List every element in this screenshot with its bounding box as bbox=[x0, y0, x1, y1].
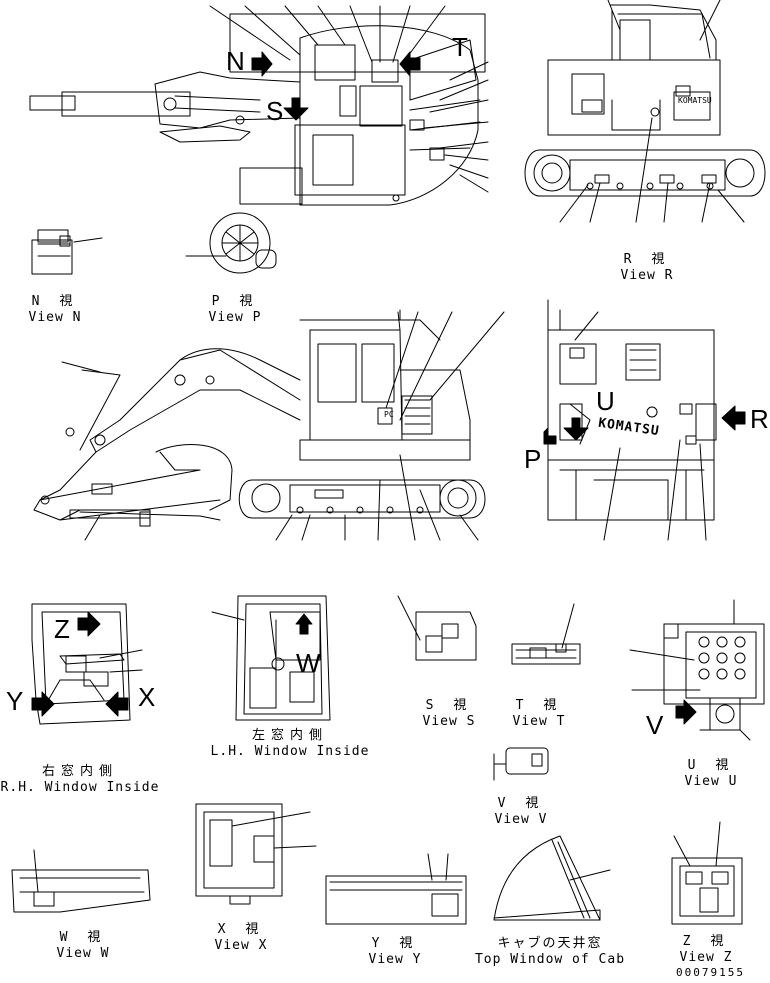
view-w-label: W 視 View W bbox=[48, 930, 118, 962]
view-x-jp: X 視 bbox=[217, 922, 265, 937]
plan-view bbox=[29, 5, 489, 206]
view-x-en: View X bbox=[214, 938, 268, 953]
view-w-detail bbox=[11, 849, 151, 913]
marker-u: U bbox=[596, 386, 615, 416]
view-s-detail bbox=[397, 595, 477, 661]
rh-window-label: 右窓内側 R.H. Window Inside bbox=[0, 764, 160, 796]
marker-t: T bbox=[452, 32, 468, 62]
view-t-jp: T 視 bbox=[515, 698, 563, 713]
view-t-en: View T bbox=[512, 714, 566, 729]
view-s-en: View S bbox=[422, 714, 476, 729]
lh-window-label: 左窓内側 L.H. Window Inside bbox=[206, 728, 374, 760]
view-x-detail bbox=[195, 803, 317, 905]
view-x-label: X 視 View X bbox=[206, 922, 276, 954]
model-decal: PC bbox=[384, 410, 394, 419]
marker-x: X bbox=[138, 682, 156, 712]
view-y-label: Y 視 View Y bbox=[360, 936, 430, 968]
marker-n: N bbox=[226, 46, 245, 76]
view-y-jp: Y 視 bbox=[371, 936, 419, 951]
lh-window-jp: 左窓内側 bbox=[251, 728, 328, 743]
rear-view-r bbox=[524, 0, 766, 223]
view-r-jp: R 視 bbox=[623, 252, 671, 267]
marker-r: R bbox=[750, 404, 769, 434]
view-s-label: S 視 View S bbox=[414, 698, 484, 730]
view-u-label: U 視 View U bbox=[676, 758, 746, 790]
side-view bbox=[33, 309, 505, 541]
marker-p: P bbox=[524, 444, 542, 474]
view-u-jp: U 視 bbox=[687, 758, 735, 773]
view-p-jp: P 視 bbox=[211, 294, 259, 309]
view-u-en: View U bbox=[684, 774, 738, 789]
top-window-jp: キャブの天井窓 bbox=[497, 936, 603, 951]
marker-y: Y bbox=[6, 686, 24, 716]
brand-decal-side: KOMATSU bbox=[678, 96, 712, 105]
view-n-label: N 視 View N bbox=[20, 294, 90, 326]
view-v-label: V 視 View V bbox=[486, 796, 556, 828]
view-u-detail bbox=[629, 599, 765, 741]
view-t-detail bbox=[511, 603, 581, 665]
view-n-jp: N 視 bbox=[31, 294, 79, 309]
view-z-jp: Z 視 bbox=[682, 934, 730, 949]
view-r-en: View R bbox=[620, 268, 674, 283]
view-p-label: P 視 View P bbox=[200, 294, 270, 326]
marker-z: Z bbox=[54, 614, 70, 644]
top-window-en: Top Window of Cab bbox=[474, 952, 626, 967]
view-p-detail bbox=[185, 212, 277, 274]
rh-window-en: R.H. Window Inside bbox=[0, 780, 160, 795]
view-w-jp: W 視 bbox=[59, 930, 107, 945]
rh-window-inside bbox=[31, 603, 143, 725]
view-n-en: View N bbox=[28, 310, 82, 325]
lh-window-en: L.H. Window Inside bbox=[210, 744, 370, 759]
view-p-en: View P bbox=[208, 310, 262, 325]
view-t-label: T 視 View T bbox=[504, 698, 574, 730]
view-w-en: View W bbox=[56, 946, 110, 961]
drawing-code: 00079155 bbox=[676, 966, 745, 979]
top-window-detail bbox=[493, 835, 611, 921]
view-v-jp: V 視 bbox=[497, 796, 545, 811]
top-window-label: キャブの天井窓 Top Window of Cab bbox=[470, 936, 630, 968]
view-r-label: R 視 View R bbox=[612, 252, 682, 284]
view-s-jp: S 視 bbox=[425, 698, 473, 713]
view-z-en: View Z bbox=[679, 950, 733, 965]
view-v-en: View V bbox=[494, 812, 548, 827]
marker-w: W bbox=[296, 648, 321, 678]
view-y-detail bbox=[325, 853, 467, 925]
marker-v: V bbox=[646, 710, 664, 740]
rear-view-upper bbox=[543, 299, 746, 541]
view-v-detail bbox=[493, 747, 549, 781]
view-n-detail bbox=[31, 229, 103, 275]
view-z-label: Z 視 View Z bbox=[666, 934, 746, 966]
rh-window-jp: 右窓内側 bbox=[41, 764, 118, 779]
marker-s: S bbox=[266, 96, 284, 126]
lh-window-inside bbox=[211, 595, 331, 721]
view-y-en: View Y bbox=[368, 952, 422, 967]
view-z-detail bbox=[671, 821, 743, 925]
